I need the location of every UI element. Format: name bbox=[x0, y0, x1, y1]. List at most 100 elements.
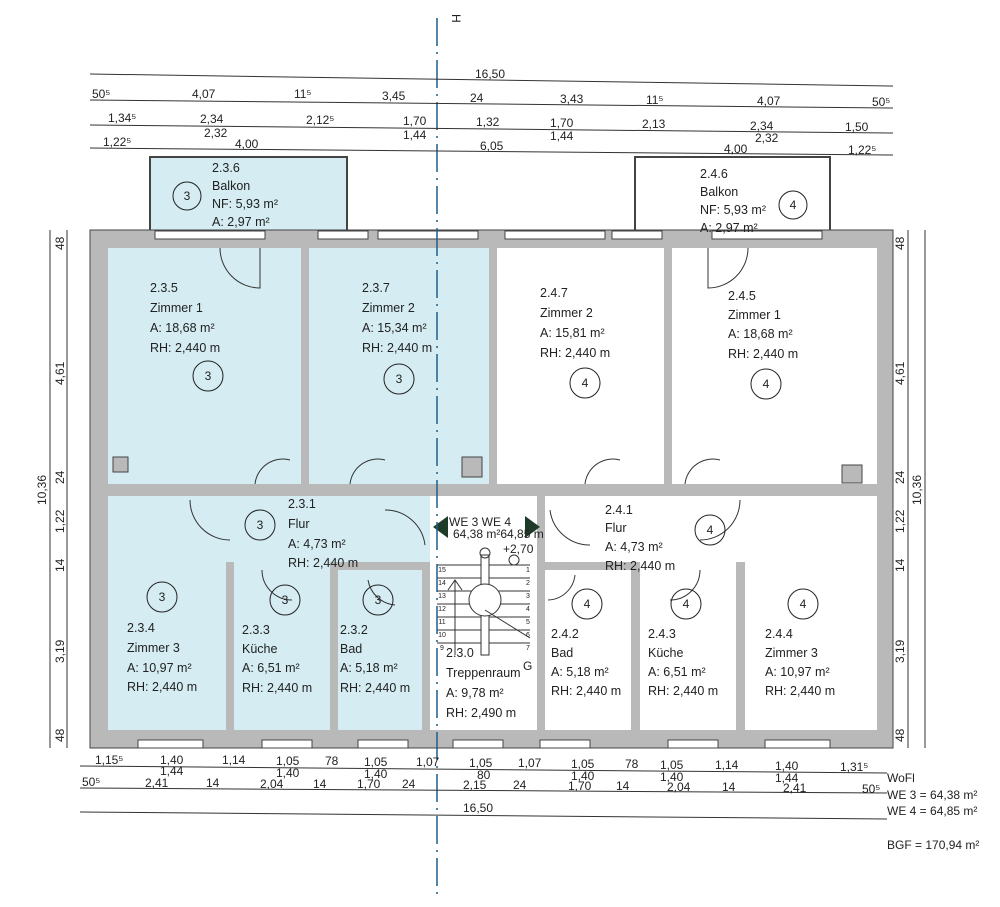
svg-text:2,32: 2,32 bbox=[204, 126, 228, 140]
svg-text:A: 18,68 m²: A: 18,68 m² bbox=[728, 327, 793, 341]
svg-text:1,40: 1,40 bbox=[364, 767, 388, 781]
svg-text:2,41: 2,41 bbox=[145, 776, 169, 790]
svg-text:RH: 2,440 m: RH: 2,440 m bbox=[362, 341, 432, 355]
svg-text:4,00: 4,00 bbox=[235, 137, 259, 151]
svg-text:9: 9 bbox=[440, 645, 444, 652]
stair-symbol: G bbox=[523, 659, 532, 673]
svg-text:1,22⁵: 1,22⁵ bbox=[103, 135, 131, 149]
svg-text:1,40: 1,40 bbox=[276, 766, 300, 780]
svg-text:3,45: 3,45 bbox=[382, 89, 406, 103]
svg-text:2.3.3: 2.3.3 bbox=[242, 623, 270, 637]
dimension-lines bbox=[49, 73, 926, 820]
svg-text:A: 5,18 m²: A: 5,18 m² bbox=[551, 665, 609, 679]
svg-text:RH: 2,440 m: RH: 2,440 m bbox=[540, 346, 610, 360]
svg-text:11⁵: 11⁵ bbox=[646, 93, 663, 107]
svg-text:1,70: 1,70 bbox=[403, 114, 427, 128]
svg-text:24: 24 bbox=[893, 470, 907, 484]
arrow-right-icon bbox=[525, 516, 540, 538]
svg-text:1,05: 1,05 bbox=[469, 756, 493, 770]
svg-text:4,07: 4,07 bbox=[757, 94, 781, 108]
svg-text:78: 78 bbox=[625, 757, 639, 771]
svg-text:1,07: 1,07 bbox=[416, 755, 440, 769]
svg-text:4: 4 bbox=[707, 523, 714, 537]
svg-text:2,04: 2,04 bbox=[667, 780, 691, 794]
svg-text:A: 2,97 m²: A: 2,97 m² bbox=[212, 215, 270, 229]
legend-wofl: WoFl bbox=[887, 771, 915, 785]
svg-text:2,34: 2,34 bbox=[200, 112, 224, 126]
svg-text:3: 3 bbox=[159, 590, 166, 604]
svg-text:2.4.6: 2.4.6 bbox=[700, 167, 728, 181]
windows bbox=[137, 230, 831, 749]
svg-text:2.4.5: 2.4.5 bbox=[728, 289, 756, 303]
svg-text:1,44: 1,44 bbox=[550, 129, 574, 143]
svg-text:48: 48 bbox=[893, 728, 907, 742]
legend-we3: WE 3 = 64,38 m² bbox=[887, 788, 977, 802]
svg-text:14: 14 bbox=[313, 777, 327, 791]
svg-text:4: 4 bbox=[582, 376, 589, 390]
svg-text:48: 48 bbox=[53, 236, 67, 250]
svg-text:2,12⁵: 2,12⁵ bbox=[306, 113, 334, 127]
svg-text:A: 6,51 m²: A: 6,51 m² bbox=[648, 665, 706, 679]
svg-text:A: 5,18 m²: A: 5,18 m² bbox=[340, 661, 398, 675]
stair-step-numbers: 1 2 3 4 5 6 7 15 14 13 12 11 10 9 bbox=[438, 567, 530, 652]
svg-text:1,15⁵: 1,15⁵ bbox=[95, 753, 123, 767]
svg-text:50⁵: 50⁵ bbox=[92, 87, 110, 101]
balcony-left bbox=[149, 156, 348, 238]
svg-text:1,05: 1,05 bbox=[276, 754, 300, 768]
svg-text:Zimmer 2: Zimmer 2 bbox=[362, 301, 415, 315]
svg-text:RH: 2,440 m: RH: 2,440 m bbox=[242, 681, 312, 695]
svg-text:24: 24 bbox=[402, 777, 416, 791]
svg-text:1,70: 1,70 bbox=[550, 116, 574, 130]
svg-text:48: 48 bbox=[893, 236, 907, 250]
svg-text:1,05: 1,05 bbox=[571, 757, 595, 771]
svg-text:RH: 2,440 m: RH: 2,440 m bbox=[648, 684, 718, 698]
svg-text:14: 14 bbox=[722, 780, 736, 794]
svg-text:Küche: Küche bbox=[242, 642, 277, 656]
svg-text:4: 4 bbox=[526, 606, 530, 613]
svg-text:6: 6 bbox=[526, 632, 530, 639]
svg-text:RH: 2,440 m: RH: 2,440 m bbox=[605, 559, 675, 573]
svg-text:16,50: 16,50 bbox=[475, 67, 505, 81]
svg-text:4,07: 4,07 bbox=[192, 87, 216, 101]
svg-text:24: 24 bbox=[470, 91, 484, 105]
svg-text:1,14: 1,14 bbox=[715, 758, 739, 772]
svg-text:50⁵: 50⁵ bbox=[862, 782, 880, 796]
left-dimensions: 48 4,61 24 1,22 14 3,19 48 10,36 bbox=[35, 236, 67, 742]
svg-text:Zimmer 1: Zimmer 1 bbox=[150, 301, 203, 315]
svg-text:11⁵: 11⁵ bbox=[294, 87, 311, 101]
svg-text:13: 13 bbox=[438, 593, 446, 600]
svg-text:Flur: Flur bbox=[288, 517, 310, 531]
svg-text:14: 14 bbox=[206, 776, 220, 790]
svg-text:3: 3 bbox=[184, 189, 191, 203]
svg-text:A: 10,97 m²: A: 10,97 m² bbox=[765, 665, 830, 679]
door-swings bbox=[189, 247, 749, 606]
svg-text:2,04: 2,04 bbox=[260, 777, 284, 791]
svg-text:14: 14 bbox=[893, 558, 907, 572]
svg-text:4,61: 4,61 bbox=[53, 361, 67, 385]
svg-text:1,40: 1,40 bbox=[160, 753, 184, 767]
svg-text:6,05: 6,05 bbox=[480, 139, 504, 153]
stair-units: WE 3 WE 4 bbox=[449, 515, 511, 529]
svg-text:2,32: 2,32 bbox=[755, 131, 779, 145]
area-legend: WoFl WE 3 = 64,38 m² WE 4 = 64,85 m² BGF… bbox=[887, 771, 979, 852]
svg-text:2,13: 2,13 bbox=[642, 117, 666, 131]
svg-text:24: 24 bbox=[513, 778, 527, 792]
svg-text:3,19: 3,19 bbox=[893, 639, 907, 663]
svg-text:A: 4,73 m²: A: 4,73 m² bbox=[605, 540, 663, 554]
arrow-left-icon bbox=[433, 516, 448, 538]
svg-text:10: 10 bbox=[438, 632, 446, 639]
svg-text:11: 11 bbox=[438, 619, 445, 626]
svg-text:14: 14 bbox=[53, 558, 67, 572]
